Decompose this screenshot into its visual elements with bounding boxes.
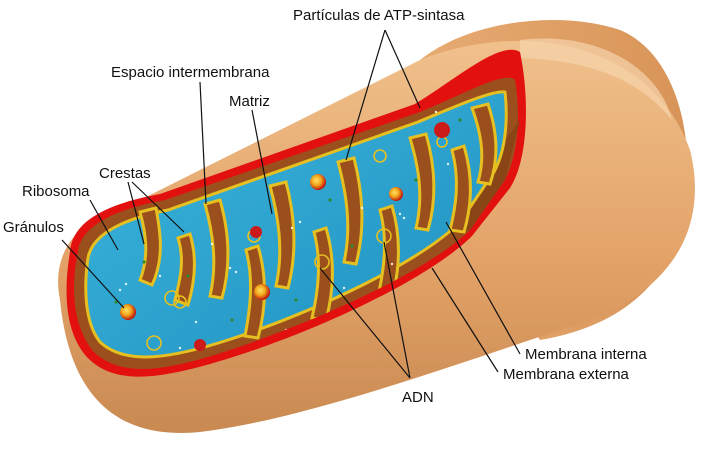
label-cristae: Crestas	[99, 165, 151, 182]
label-ribosome: Ribosoma	[22, 183, 90, 200]
label-dna: ADN	[402, 389, 434, 406]
granule	[389, 187, 403, 201]
granule	[250, 226, 262, 238]
label-outer-membrane: Membrana externa	[503, 366, 630, 383]
granule	[194, 339, 206, 351]
label-inner-membrane: Membrana interna	[525, 346, 647, 363]
granule	[434, 122, 450, 138]
granule	[254, 284, 270, 300]
label-granules: Gránulos	[3, 219, 64, 236]
label-matrix: Matriz	[229, 93, 270, 110]
label-atp-synthase: Partículas de ATP-sintasa	[293, 7, 465, 24]
label-intermembrane-space: Espacio intermembrana	[111, 64, 270, 81]
granule	[310, 174, 326, 190]
